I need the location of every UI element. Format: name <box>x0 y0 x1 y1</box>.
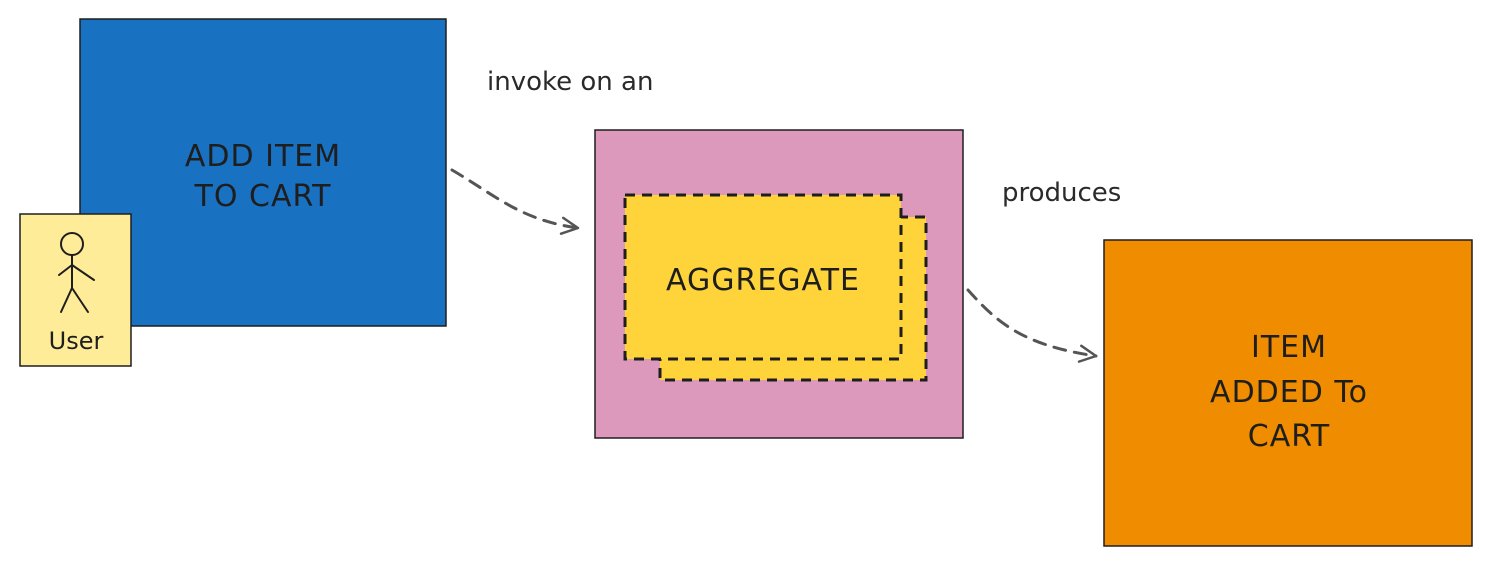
aggregate-label: AGGREGATE <box>666 263 860 298</box>
event-label-line-3: CART <box>1248 419 1330 454</box>
command-label-line-2: TO CART <box>194 179 332 214</box>
actor-box <box>19 213 132 367</box>
event-label-line-1: ITEM <box>1251 330 1327 365</box>
command-box <box>79 18 447 327</box>
command-node[interactable]: ADD ITEM TO CART <box>79 18 447 327</box>
aggregate-node[interactable]: AGGREGATE <box>594 129 964 439</box>
actor-node[interactable]: User <box>19 213 132 367</box>
produces-arrow <box>966 288 1098 363</box>
event-node[interactable]: ITEM ADDED To CART <box>1103 239 1473 547</box>
stick-figure-icon <box>58 232 95 313</box>
invoke-edge: invoke on an <box>450 67 653 235</box>
command-label-line-1: ADD ITEM <box>185 139 341 174</box>
actor-label: User <box>49 327 104 355</box>
invoke-label: invoke on an <box>487 67 653 97</box>
produces-label: produces <box>1002 178 1121 208</box>
aggregate-box <box>623 193 903 361</box>
produces-edge: produces <box>966 178 1121 363</box>
event-label-line-2: ADDED To <box>1210 375 1368 410</box>
event-box <box>1103 239 1473 547</box>
invoke-arrow <box>450 168 580 235</box>
